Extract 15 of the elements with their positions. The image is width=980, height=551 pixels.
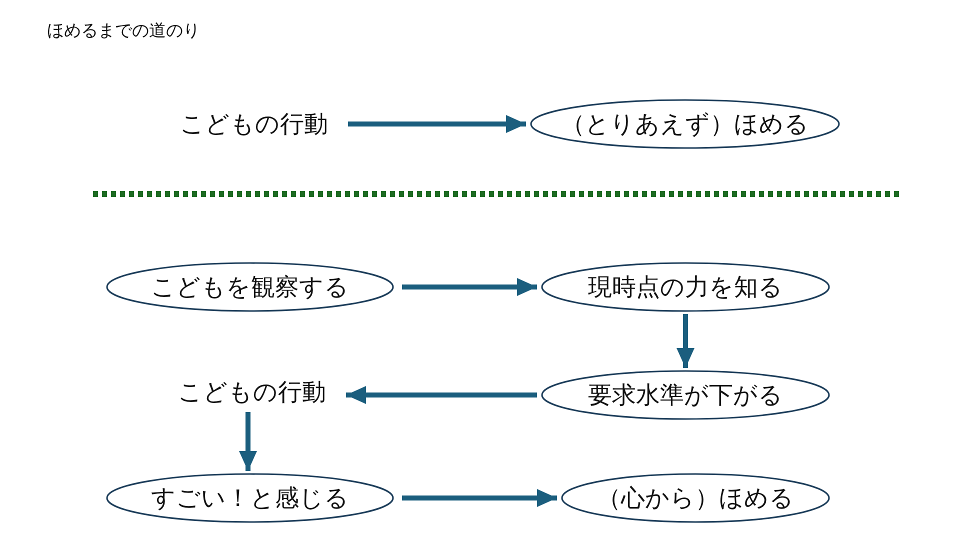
process-ellipse: 要求水準が下がる <box>541 370 830 420</box>
arrow <box>348 115 526 133</box>
step-text: こどもの行動 <box>166 374 338 410</box>
process-ellipse: こどもを観察する <box>106 262 394 312</box>
arrow <box>676 314 694 368</box>
arrow <box>346 386 537 404</box>
arrow <box>239 412 257 471</box>
process-ellipse: 現時点の力を知る <box>541 262 830 312</box>
arrow <box>402 278 537 296</box>
process-ellipse: （心から）ほめる <box>561 473 830 523</box>
step-text: こどもの行動 <box>168 106 340 142</box>
process-ellipse: すごい！と感じる <box>106 473 394 523</box>
diagram-title: ほめるまでの道のり <box>47 20 200 42</box>
process-ellipse: （とりあえず）ほめる <box>530 99 840 149</box>
arrow <box>402 489 557 507</box>
